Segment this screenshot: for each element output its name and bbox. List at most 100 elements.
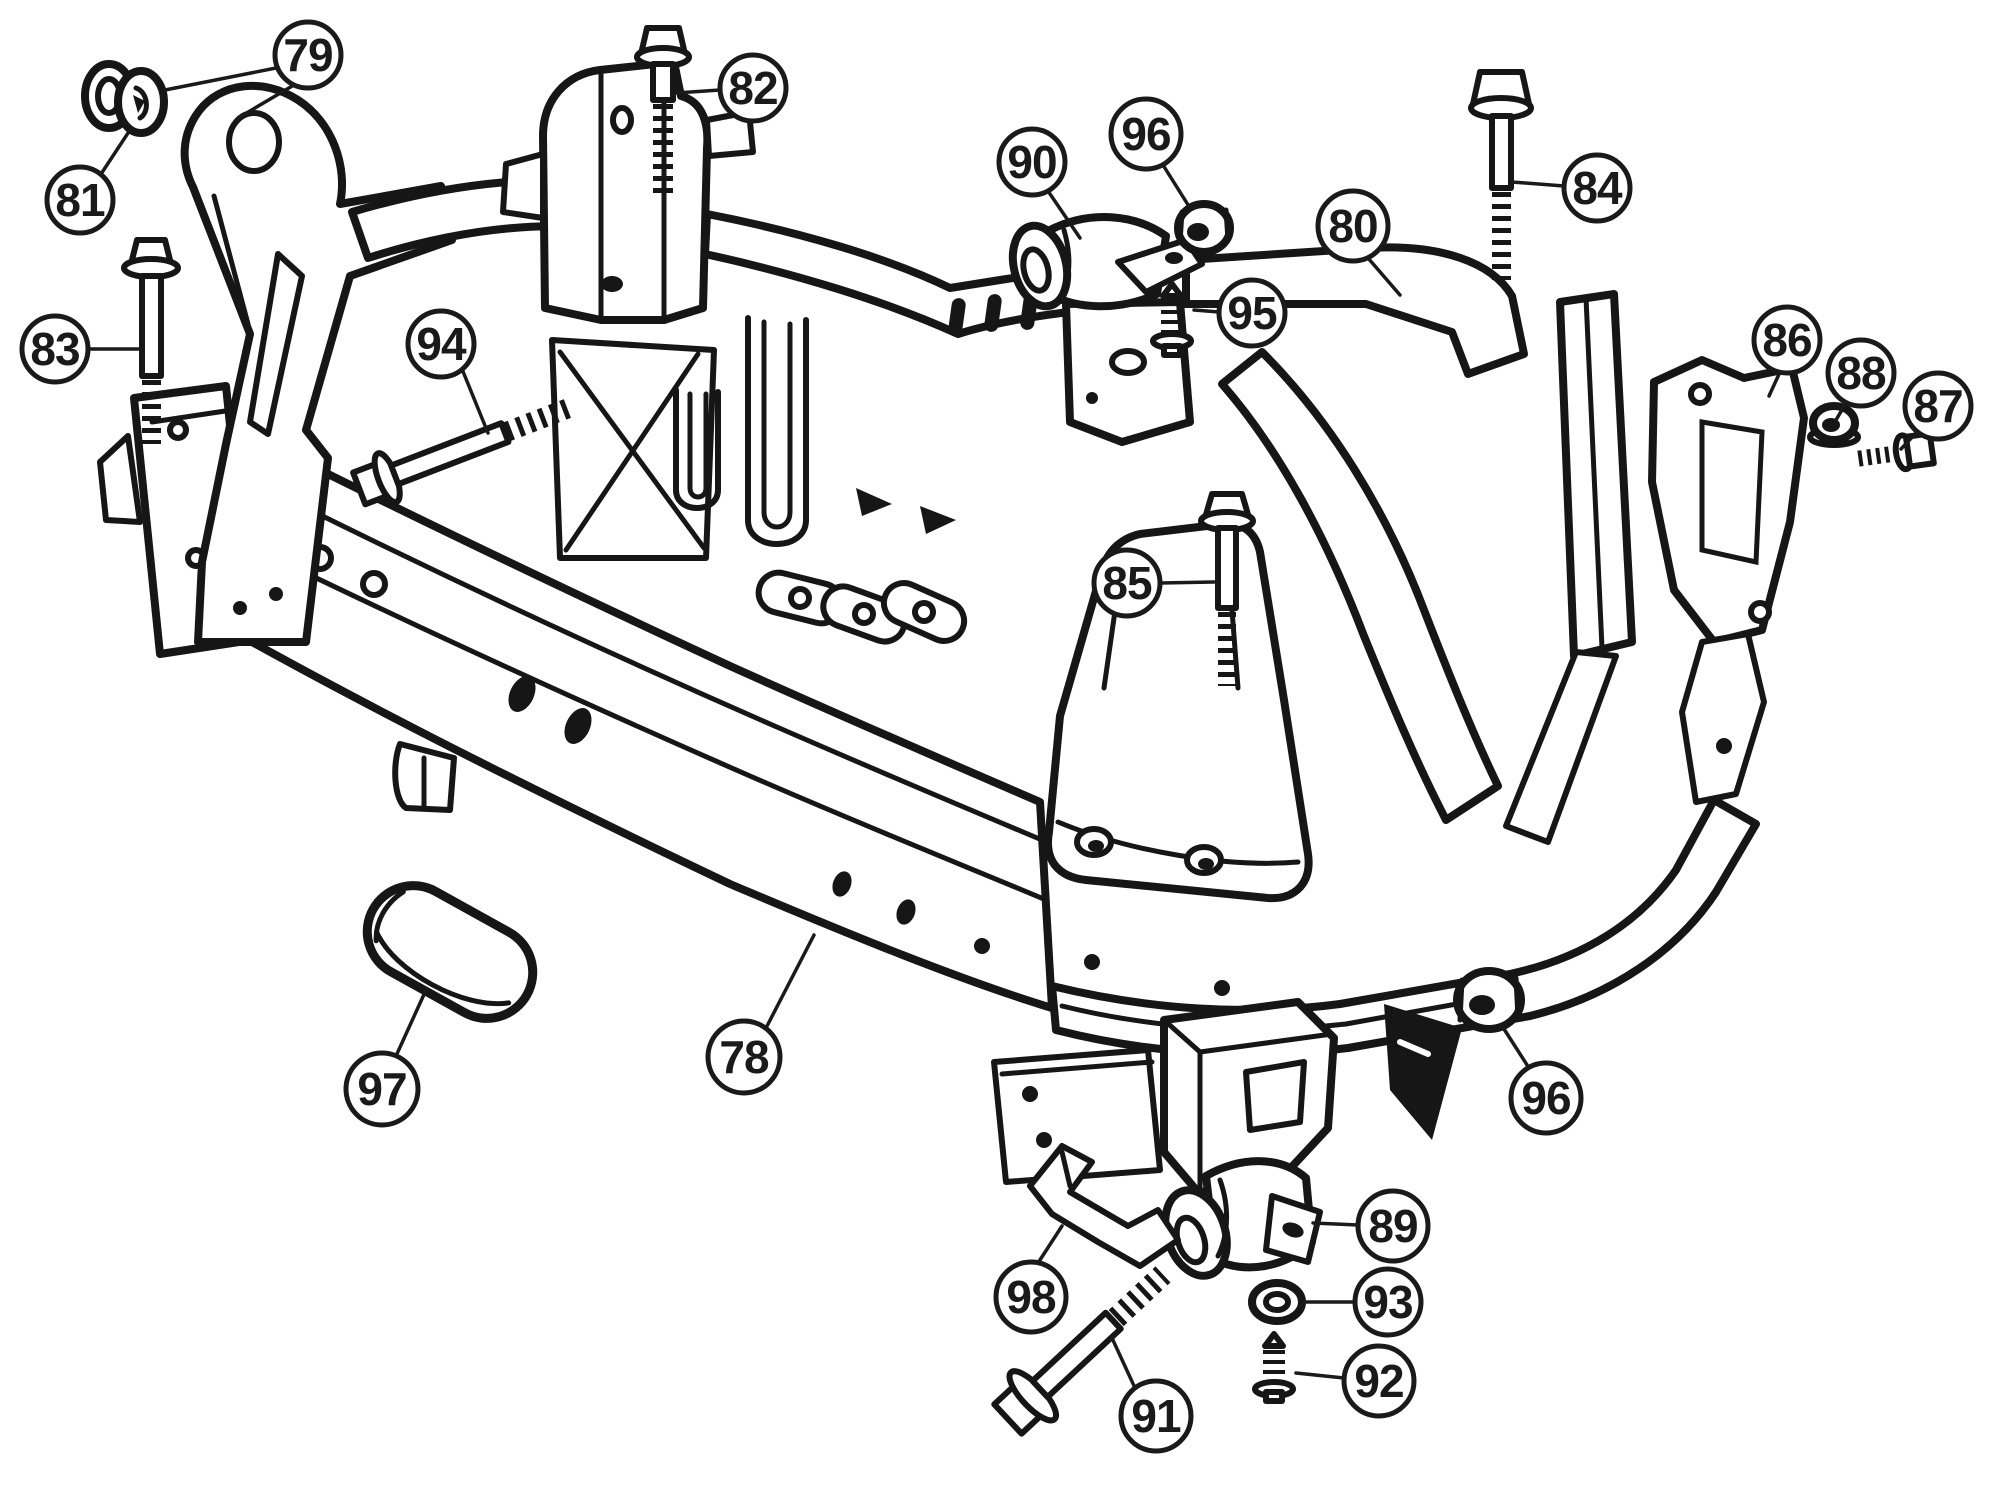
leader-line-85	[1158, 580, 1216, 585]
part-83-bolt	[121, 237, 181, 444]
callout-number-94: 94	[416, 318, 467, 370]
callout-number-82: 82	[728, 62, 777, 114]
callout-83: 83	[19, 313, 140, 385]
callout-number-90: 90	[1007, 136, 1056, 188]
rear-bracket-shadow	[1384, 1004, 1462, 1140]
callout-78: 78	[705, 933, 816, 1096]
callout-88: 88	[1825, 337, 1897, 422]
callout-number-97: 97	[357, 1063, 406, 1115]
leader-line-94	[460, 367, 490, 435]
subframe-assembly	[97, 58, 1808, 1196]
callout-circle-94	[405, 308, 477, 380]
callout-96-19: 96	[1502, 1027, 1584, 1136]
callout-number-89: 89	[1368, 1200, 1417, 1252]
leader-line-97	[394, 988, 428, 1058]
callout-circle-96	[1508, 1060, 1584, 1136]
callout-81: 81	[44, 128, 132, 236]
callout-87: 87	[1899, 370, 1974, 451]
callout-98: 98	[993, 1224, 1069, 1335]
leader-line-95	[1192, 308, 1221, 314]
callout-circle-93	[1352, 1266, 1424, 1338]
callout-number-91: 91	[1131, 1390, 1181, 1442]
callout-number-93: 93	[1363, 1276, 1412, 1328]
leader-line-82	[674, 88, 722, 95]
callout-number-86: 86	[1762, 314, 1811, 366]
part-82-bolt	[634, 25, 692, 194]
leader-line-89	[1311, 1221, 1360, 1227]
leader-line-87	[1899, 430, 1919, 451]
callout-89: 89	[1311, 1188, 1431, 1264]
leader-line-84	[1510, 180, 1566, 188]
front-mount-tower	[539, 58, 712, 324]
callout-85: 85	[1091, 547, 1216, 619]
callout-82: 82	[674, 52, 789, 124]
callout-number-84: 84	[1572, 162, 1623, 214]
leader-line-79	[236, 83, 296, 120]
callout-number-88: 88	[1836, 347, 1886, 399]
callout-number-92: 92	[1354, 1355, 1403, 1407]
callout-number-96: 96	[1521, 1072, 1570, 1124]
leader-line-88	[1834, 401, 1848, 422]
callout-number-81: 81	[55, 174, 105, 226]
rear-diagonal-member	[1218, 348, 1502, 824]
callout-circle-78	[705, 1018, 783, 1096]
leader-line-80	[1366, 256, 1402, 297]
callout-circle-83	[19, 313, 91, 385]
leader-line-91	[1110, 1336, 1137, 1390]
leader-line-98	[1036, 1224, 1064, 1265]
upper-right-rail	[1182, 243, 1528, 378]
callout-circle-95	[1216, 277, 1288, 349]
callout-circle-88	[1825, 337, 1897, 409]
callout-circle-85	[1091, 547, 1163, 619]
callout-circle-86	[1751, 304, 1823, 376]
callout-number-80: 80	[1328, 200, 1377, 252]
leader-line-96	[1502, 1027, 1531, 1070]
callout-94: 94	[405, 308, 490, 435]
part-86-bracket	[1648, 356, 1808, 646]
callout-circle-82	[717, 52, 789, 124]
part-79-81-washer-set	[81, 60, 168, 137]
callout-90: 90	[996, 126, 1082, 240]
callout-number-79: 79	[283, 29, 332, 81]
leader-line-79	[163, 65, 283, 92]
part-93-washer	[1248, 1279, 1306, 1325]
callout-92: 92	[1294, 1343, 1417, 1419]
leader-line-81	[99, 128, 132, 176]
callout-circle-90	[996, 126, 1068, 198]
callout-91: 91	[1110, 1336, 1194, 1454]
part-92-screw	[1252, 1331, 1296, 1404]
part-91-bolt	[991, 1266, 1171, 1437]
leader-line-86	[1767, 370, 1782, 398]
side-plate	[991, 1047, 1163, 1185]
callout-84: 84	[1510, 152, 1633, 224]
part-95-screw	[1150, 281, 1194, 358]
leader-line-78	[764, 933, 816, 1030]
callout-circle-84	[1561, 152, 1633, 224]
part-96-nut-upper	[1174, 200, 1234, 256]
callout-circle-96	[1108, 96, 1184, 172]
part-96-nut-lower	[1453, 967, 1525, 1033]
callout-circle-87	[1902, 370, 1974, 442]
callout-circle-89	[1355, 1188, 1431, 1264]
callout-circle-98	[993, 1259, 1069, 1335]
callout-number-83: 83	[30, 323, 79, 375]
callout-95: 95	[1192, 277, 1288, 349]
callout-circle-80	[1315, 188, 1391, 264]
callout-circle-91	[1118, 1378, 1194, 1454]
callout-number-98: 98	[1006, 1271, 1056, 1323]
callout-93: 93	[1302, 1266, 1424, 1338]
lug-plates	[755, 569, 968, 645]
part-94-bolt	[350, 396, 578, 508]
callout-circle-97	[343, 1050, 421, 1128]
callout-circle-92	[1341, 1343, 1417, 1419]
part-88-nut	[1807, 402, 1861, 448]
callout-number-95: 95	[1227, 287, 1277, 339]
part-89-bushing	[1161, 1157, 1323, 1280]
part-85-bolt	[1198, 491, 1256, 686]
callout-79: 79	[163, 19, 344, 120]
callout-circle-81	[44, 164, 116, 236]
callout-number-96: 96	[1121, 108, 1170, 160]
